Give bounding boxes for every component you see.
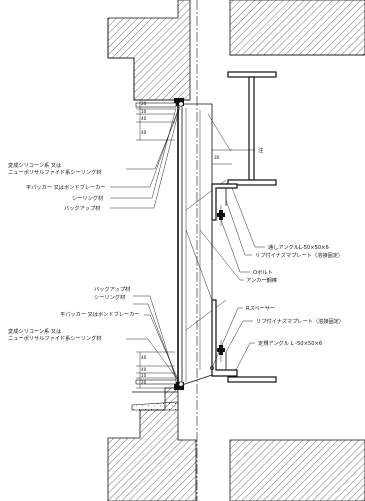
lower-anchor-bracket (211, 299, 238, 377)
label-backup-material-upper: バックアップ材 (64, 204, 100, 212)
dim-lower-0: 40 (141, 355, 147, 360)
dim-upper-3: 40 (141, 130, 147, 135)
upper-joint (135, 98, 184, 108)
left-leaders-upper (110, 105, 181, 209)
dim-lower-2: 10 (141, 373, 147, 378)
label-backup-material-lower: バックアップ材 (94, 285, 130, 293)
label-ribbed-plate-lower: リブ付イナズマプレート（溶接固定） (256, 317, 344, 325)
right-leaders (199, 113, 265, 371)
dim-upper-0: 20 (141, 101, 147, 106)
upper-dimensions: 20 10 40 40 (136, 99, 175, 141)
label-bolt: Oボルト (253, 268, 273, 276)
dim-lower-3: 20 (141, 380, 147, 385)
h-beam-lower (227, 376, 277, 383)
label-anchor-bar: アンカー鋼棒 (246, 276, 278, 284)
label-polysulfide-sealant-lower: ニューポリサルファイド系シーリング材 (8, 334, 101, 342)
right-lower-floor (229, 439, 365, 501)
label-r-spacer: Rスペーサー (246, 305, 275, 312)
label-ruler-angle: 定規アングル L -50×50×6 (258, 339, 322, 347)
dim-lower-1: 40 (141, 367, 147, 372)
left-leaders-lower (126, 295, 181, 385)
label-sealant-upper: シーリング材 (72, 194, 103, 202)
label-modified-silicone-upper: 変成シリコーン系 又は (8, 161, 61, 169)
label-ribbed-plate-upper: リブ付イナズマプレート（溶接固定） (255, 251, 343, 259)
label-polysulfide-sealant-upper: ニューポリサルファイド系シーリング材 (8, 168, 101, 176)
side-dimension: 30 (212, 149, 232, 165)
label-modified-silicone-lower: 変成シリコーン系 又は (8, 327, 61, 335)
spacer-detail (210, 366, 214, 370)
upper-slab (107, 0, 191, 101)
wall-panel (177, 100, 227, 388)
label-flat-packer-upper: 平パッカー 又はボンドブレーカー (26, 183, 105, 191)
label-sealant-lower: シーリング材 (94, 293, 125, 301)
h-beam-upper (227, 71, 277, 186)
lower-slab (107, 387, 197, 501)
lower-dimensions: 40 40 10 20 (136, 351, 175, 389)
dim-upper-1: 10 (141, 109, 147, 114)
dim-upper-2: 40 (141, 116, 147, 121)
upper-anchor-bracket (211, 183, 238, 260)
label-flat-packer-lower: 平パッカー 又はボンドブレーカー (60, 310, 139, 318)
right-upper-floor (229, 0, 365, 56)
dim-side: 30 (214, 155, 220, 160)
label-note: 注 (258, 146, 263, 154)
label-through-angle: 通しアングルL-50×50×6 (268, 243, 329, 251)
lower-joint (135, 379, 184, 390)
